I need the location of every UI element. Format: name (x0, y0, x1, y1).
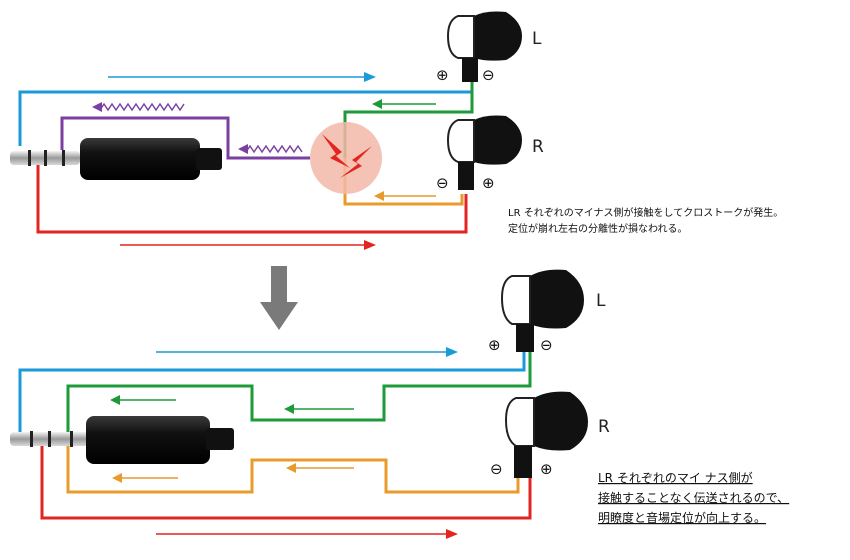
bottom-earphone-right-icon (504, 391, 588, 478)
transition-down-arrow-icon (260, 266, 298, 330)
bottom-left-plus-icon: ⊕ (488, 336, 501, 354)
top-blue-wire (18, 82, 474, 146)
top-left-minus-icon: ⊖ (482, 66, 495, 84)
bottom-green-flow-arrow-1 (110, 395, 176, 405)
top-green-flow-arrow (372, 99, 436, 109)
bottom-right-plus-icon: ⊕ (540, 460, 553, 478)
bottom-left-minus-icon: ⊖ (540, 336, 553, 354)
bottom-stereo-plug-icon (10, 416, 234, 464)
bottom-green-flow-arrow-2 (284, 404, 354, 414)
top-earphone-left-icon (446, 11, 522, 82)
bottom-earphone-left-icon (500, 269, 584, 352)
top-orange-flow-arrow (374, 191, 436, 201)
bottom-note-line3: 明瞭度と音場定位が向上する。 (598, 510, 766, 525)
top-note-line2: 定位が崩れ左右の分離性が損なわれる。 (508, 222, 688, 235)
bottom-orange-flow-arrow-1 (112, 473, 178, 483)
bottom-blue-flow-arrow (156, 347, 458, 357)
top-red-flow-arrow (120, 240, 376, 250)
top-note-line1: LR それぞれのマイナス側が接触をしてクロストークが発生。 (508, 206, 783, 219)
top-left-plus-icon: ⊕ (436, 66, 449, 84)
bottom-diagram: L ⊕ ⊖ R ⊖ ⊕ LR それぞれのマイ ナス側が 接触することなく伝送され… (10, 269, 789, 539)
bottom-green-wire (66, 350, 532, 432)
top-stereo-plug-icon (10, 138, 222, 180)
bottom-red-flow-arrow (156, 529, 458, 539)
bottom-orange-wire (66, 446, 520, 494)
bottom-blue-wire (18, 350, 526, 432)
top-purple-wire (60, 116, 310, 160)
top-purple-zigzag-arrow-2 (238, 144, 303, 154)
top-right-minus-icon: ⊖ (436, 174, 449, 192)
top-purple-zigzag-arrow-1 (92, 102, 185, 112)
top-right-plus-icon: ⊕ (482, 174, 495, 192)
top-ear-left-label: L (532, 29, 542, 49)
top-diagram: L ⊕ ⊖ R ⊖ ⊕ LR それぞれのマイナス側が接触をしてクロストークが発生… (10, 11, 783, 250)
bottom-note-line2: 接触することなく伝送されるので、 (598, 490, 789, 505)
bottom-red-wire (40, 446, 532, 520)
crosstalk-spark-icon-2 (340, 146, 372, 178)
bottom-ear-left-label: L (596, 291, 606, 311)
top-ear-right-label: R (532, 137, 544, 157)
bottom-right-minus-icon: ⊖ (490, 460, 503, 478)
top-earphone-right-icon (446, 115, 522, 190)
bottom-ear-right-label: R (598, 417, 610, 437)
crosstalk-zone (310, 122, 382, 194)
bottom-note-line1: LR それぞれのマイ ナス側が (598, 470, 753, 485)
crosstalk-spark-icon (322, 134, 350, 168)
top-blue-flow-arrow (108, 72, 376, 82)
top-red-wire (36, 162, 468, 234)
bottom-orange-flow-arrow-2 (286, 463, 354, 473)
